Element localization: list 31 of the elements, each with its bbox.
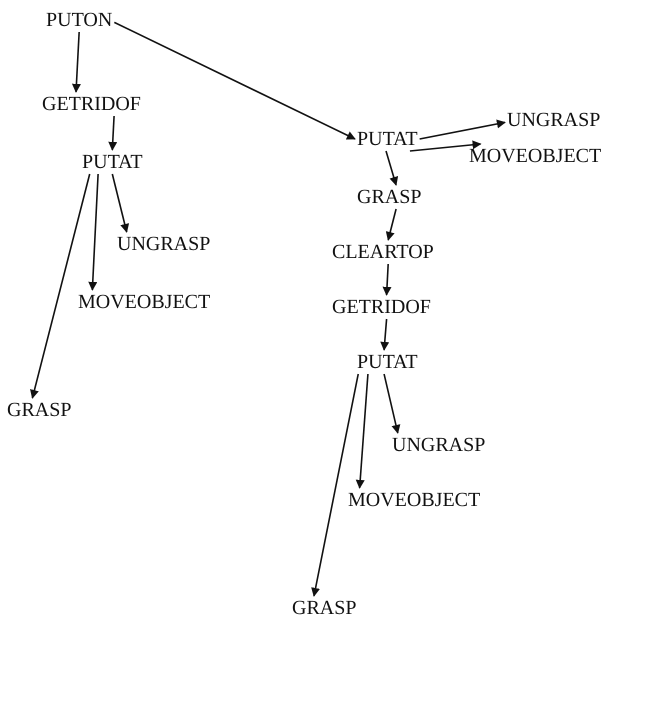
node-label: MOVEOBJECT bbox=[346, 488, 482, 512]
node-label: PUTAT bbox=[355, 350, 420, 374]
node-label: GRASP bbox=[290, 596, 358, 620]
arrow bbox=[383, 374, 400, 434]
arrow bbox=[108, 116, 118, 151]
arrow bbox=[114, 22, 356, 140]
arrow bbox=[356, 374, 369, 489]
arrow bbox=[419, 120, 506, 140]
arrow bbox=[88, 174, 99, 291]
node-label: UNGRASP bbox=[390, 433, 488, 457]
arrow bbox=[311, 374, 360, 597]
node-label: GRASP bbox=[5, 398, 74, 422]
node-label: PUTAT bbox=[355, 127, 420, 151]
node-label: UNGRASP bbox=[115, 232, 212, 256]
arrow bbox=[72, 32, 81, 93]
arrow bbox=[385, 150, 398, 186]
node-label: CLEARTOP bbox=[330, 240, 436, 264]
arrow bbox=[380, 318, 390, 351]
arrow bbox=[112, 174, 130, 233]
node-label: GETRIDOF bbox=[330, 295, 433, 319]
node-label: GETRIDOF bbox=[40, 92, 143, 116]
arrow bbox=[30, 174, 90, 399]
node-label: PUTON bbox=[44, 8, 114, 32]
node-label: PUTAT bbox=[80, 150, 145, 174]
node-label: MOVEOBJECT bbox=[76, 290, 212, 314]
node-label: GRASP bbox=[355, 185, 424, 209]
arrow bbox=[382, 264, 392, 296]
arrow bbox=[410, 140, 482, 152]
node-label: UNGRASP bbox=[505, 108, 602, 132]
arrow bbox=[386, 208, 397, 241]
node-label: MOVEOBJECT bbox=[467, 144, 604, 168]
